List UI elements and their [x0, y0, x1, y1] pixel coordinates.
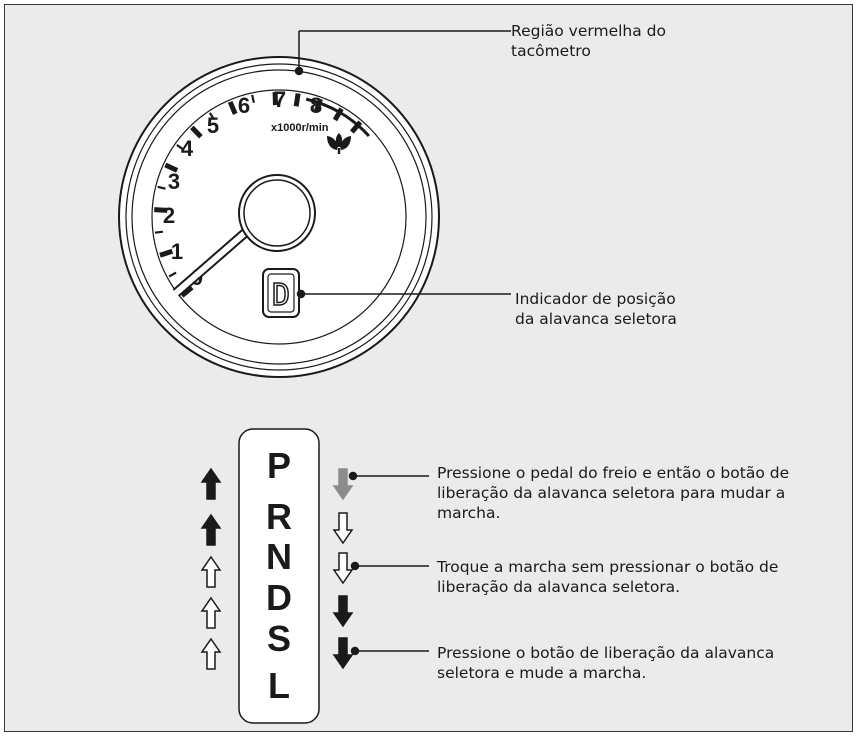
button-only-callout: Pressione o botão de liberação da alavan…: [437, 643, 774, 683]
no-button-callout: Troque a marcha sem pressionar o botão d…: [437, 557, 778, 597]
major-tick: [154, 207, 168, 213]
gear-position-r: R: [266, 496, 292, 537]
major-tick: [159, 248, 174, 258]
redline-tick: [349, 120, 363, 134]
button-only-callout-line: Pressione o botão de liberação da alavan…: [437, 644, 775, 662]
gauge-dial-face: [151, 89, 407, 345]
diagram-frame: 012345678 x1000r/min D: [4, 4, 853, 732]
rpm-numeral: 6: [238, 93, 250, 118]
gauge-ring-3: [131, 69, 427, 365]
gear-indicator-callout-line: da alavanca seletora: [515, 310, 677, 328]
major-tick: [227, 100, 238, 115]
no-button-callout-line: Troque a marcha sem pressionar o botão d…: [437, 558, 779, 576]
up-arrow-icon: [200, 513, 222, 546]
down-arrows-column: [332, 468, 354, 670]
major-tick: [180, 285, 194, 298]
down-arrow-icon: [332, 512, 354, 545]
diagram-artwork: 012345678 x1000r/min D: [118, 30, 511, 724]
tachometer-leaders: [294, 30, 511, 299]
down-arrow-icon: [332, 595, 354, 628]
minor-tick: [251, 94, 255, 103]
no-button-callout-line: liberação da alavanca seletora.: [437, 578, 681, 596]
gear-indicator-callout: Indicador de posição da alavanca seletor…: [515, 289, 677, 329]
rpm-numeral: 4: [181, 136, 194, 161]
gear-display-value: D: [272, 278, 290, 313]
minor-tick: [208, 112, 216, 121]
down-arrow-icon: [332, 637, 354, 670]
redline-leader-dot: [294, 66, 304, 76]
gauge-ring-2: [125, 63, 433, 371]
eco-leaf-icon: [327, 133, 351, 154]
gear-indicator-callout-line: Indicador de posição: [515, 290, 676, 308]
rpm-numeral: 5: [207, 113, 219, 138]
up-arrow-icon: [200, 637, 222, 670]
gear-position-l: L: [268, 665, 290, 706]
minor-tick: [154, 230, 164, 234]
down-arrow-icon: [332, 468, 354, 501]
redline-tick: [313, 98, 323, 113]
selector-leaders: [348, 471, 429, 656]
tachometer-needle: [172, 228, 250, 297]
gear-position-s: S: [267, 618, 291, 659]
minor-tick: [157, 185, 166, 190]
redline-arc: [305, 97, 371, 138]
brake-button-callout-line: marcha.: [437, 504, 501, 522]
redline-tick: [332, 107, 344, 122]
down-arrow-icon: [332, 552, 354, 585]
rpm-unit-label: x1000r/min: [271, 122, 329, 134]
major-tick: [164, 162, 179, 173]
redline-callout: Região vermelha do tacômetro: [511, 21, 666, 61]
tick-marks: [154, 91, 371, 298]
needle-hub-inner: [243, 179, 311, 247]
brake-button-callout-line: liberação da alavanca seletora para muda…: [437, 484, 786, 502]
gear-selector-panel: [238, 428, 320, 724]
redline-callout-line: tacômetro: [511, 42, 591, 60]
redline-callout-line: Região vermelha do: [511, 22, 666, 40]
minor-tick: [176, 144, 185, 151]
up-arrow-icon: [200, 467, 222, 500]
minor-tick: [168, 271, 177, 278]
tachometer: 012345678 x1000r/min D: [118, 56, 440, 378]
gear-position-p: P: [267, 445, 291, 486]
brake-button-callout: Pressione o pedal do freio e então o bot…: [437, 463, 789, 523]
gear-position-d: D: [266, 577, 292, 618]
brake-button-callout-line: Pressione o pedal do freio e então o bot…: [437, 464, 790, 482]
gear-position-n: N: [266, 536, 292, 577]
up-arrow-icon: [200, 596, 222, 629]
up-arrows-column: [200, 467, 222, 670]
rpm-numeral: 7: [274, 87, 286, 112]
gear-position-display: D: [262, 268, 300, 318]
rpm-numeral: 8: [310, 93, 322, 118]
redline-tick: [293, 93, 301, 107]
rpm-numeral: 1: [171, 239, 183, 264]
button-only-callout-line: seletora e mude a marcha.: [437, 664, 647, 682]
rpm-numeral: 3: [168, 169, 180, 194]
major-tick: [190, 125, 203, 139]
up-arrow-icon: [200, 555, 222, 588]
rpm-numeral: 2: [163, 203, 175, 228]
